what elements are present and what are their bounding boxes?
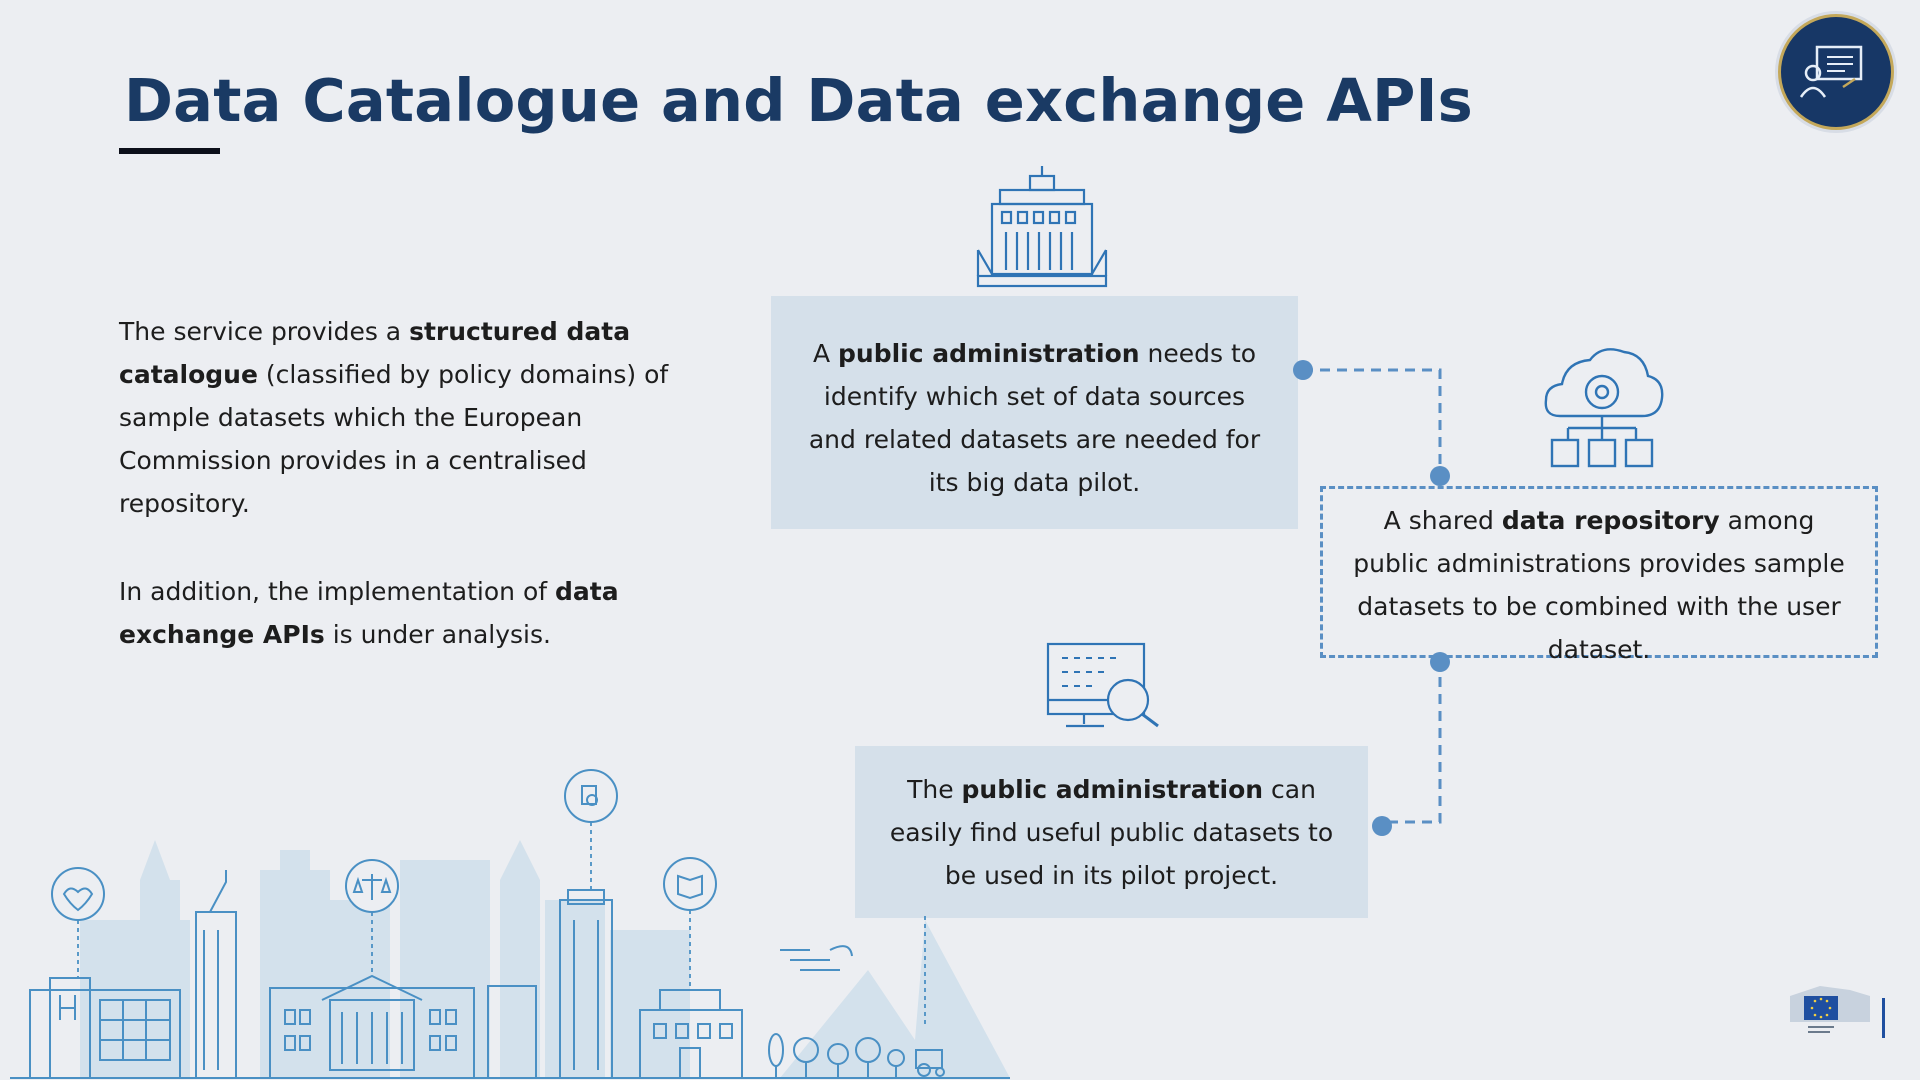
presenter-badge-icon [1778, 14, 1894, 130]
step-card-repository: A shared data repository among public ad… [1320, 486, 1878, 664]
body-text: The service provides a [119, 317, 410, 346]
step-card-identify: A public administration needs to identif… [771, 296, 1298, 529]
body-text: is under analysis. [324, 620, 551, 649]
emphasis-text: data repository [1501, 506, 1720, 535]
body-text: The [907, 774, 962, 804]
european-commission-logo [1790, 986, 1885, 1038]
title-underline [119, 148, 220, 154]
body-text: A shared [1383, 506, 1502, 535]
connector-dot [1372, 816, 1392, 836]
body-text: among public administrations provides sa… [1353, 506, 1845, 664]
step-card-find: The public administration can easily fin… [855, 746, 1368, 918]
emphasis-text: data exchange APIs [119, 577, 619, 649]
data-search-monitor-icon [1046, 642, 1159, 728]
emphasis-text: public administration [838, 338, 1140, 368]
intro-paragraph: The service provides a structured data c… [119, 310, 679, 525]
intro-paragraph-apis: In addition, the implementation of data … [119, 570, 679, 656]
body-text: (classified by policy domains) of sample… [119, 360, 669, 518]
cloud-repository-icon [1544, 348, 1664, 468]
government-building-icon [976, 166, 1108, 288]
body-text: In addition, the implementation of [119, 577, 555, 606]
connector-dot [1430, 466, 1450, 486]
page-title: Data Catalogue and Data exchange APIs [124, 66, 1473, 135]
body-text: needs to identify which set of data sour… [808, 338, 1261, 497]
emphasis-text: structured data catalogue [119, 317, 631, 389]
body-text: A [812, 338, 839, 368]
body-text: can easily find useful public datasets t… [889, 774, 1334, 890]
emphasis-text: public administration [961, 774, 1264, 804]
